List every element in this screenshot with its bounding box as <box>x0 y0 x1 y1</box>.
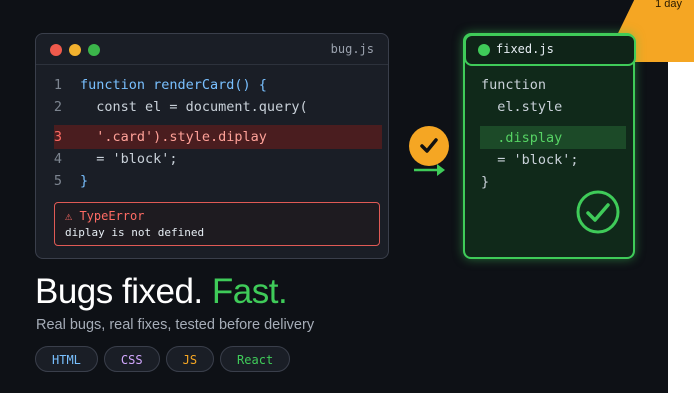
line-number: 1 <box>53 77 63 93</box>
code-line: 1 function renderCard() { <box>36 74 267 96</box>
status-dot-icon <box>478 44 490 56</box>
code-line-error: 3 '.card').style.diplay <box>36 126 267 148</box>
error-title: ⚠ TypeError <box>65 209 145 223</box>
hero-banner: 1 day bug.js 1 function renderCard() { 2 … <box>0 0 694 393</box>
fixed-code-line: } <box>481 174 490 190</box>
arrow-right-icon <box>413 163 447 182</box>
code-line: 5} <box>36 170 88 192</box>
window-titlebar: bug.js <box>36 34 388 65</box>
headline-main: Bugs fixed. <box>35 272 203 311</box>
tag-css: CSS <box>103 346 160 372</box>
ribbon-label: 1 day <box>655 0 682 10</box>
tech-tag-list: HTML CSS JS React <box>35 346 291 372</box>
tag-html: HTML <box>35 346 98 372</box>
fixed-code-window: fixed.js function el.style .display = 'b… <box>463 33 636 259</box>
subtitle: Real bugs, real fixes, tested before del… <box>36 317 315 333</box>
tag-react: React <box>220 346 291 372</box>
headline-accent: Fast. <box>211 272 288 311</box>
code-text: const el = document.query( <box>80 99 308 115</box>
line-number: 2 <box>53 99 63 115</box>
code-text: function renderCard() { <box>80 77 267 93</box>
code-text: } <box>80 173 89 189</box>
buggy-code-window: bug.js 1 function renderCard() { 2 const … <box>35 33 389 259</box>
error-line-highlight <box>54 125 382 149</box>
code-line: 2 const el = document.query( <box>36 96 308 118</box>
tag-js: JS <box>165 346 215 372</box>
page-title: Bugs fixed. Fast. <box>35 272 288 312</box>
fixed-code-line: function <box>481 77 547 93</box>
fixed-file-tab: fixed.js <box>464 34 636 66</box>
line-number: 5 <box>53 173 63 189</box>
fixed-code-line: = 'block'; <box>481 152 579 168</box>
fixed-line-highlight <box>480 126 626 149</box>
line-number: 3 <box>53 129 63 145</box>
error-detail: diplay is not defined <box>65 226 205 239</box>
maximize-dot-icon <box>88 44 100 56</box>
fixed-code-line: el.style <box>481 99 563 115</box>
code-text: = 'block'; <box>80 151 178 167</box>
checkmark-icon <box>409 126 449 166</box>
code-text: '.card').style.diplay <box>80 129 267 145</box>
code-line: 4 = 'block'; <box>36 148 178 170</box>
line-number: 4 <box>53 151 63 167</box>
minimize-dot-icon <box>69 44 81 56</box>
close-dot-icon <box>50 44 62 56</box>
fixed-code-line: .display <box>481 130 563 146</box>
error-message-box: ⚠ TypeError diplay is not defined <box>54 202 380 246</box>
fixed-filename: fixed.js <box>496 42 554 56</box>
buggy-filename: bug.js <box>330 42 374 56</box>
check-circle-icon <box>575 189 621 240</box>
